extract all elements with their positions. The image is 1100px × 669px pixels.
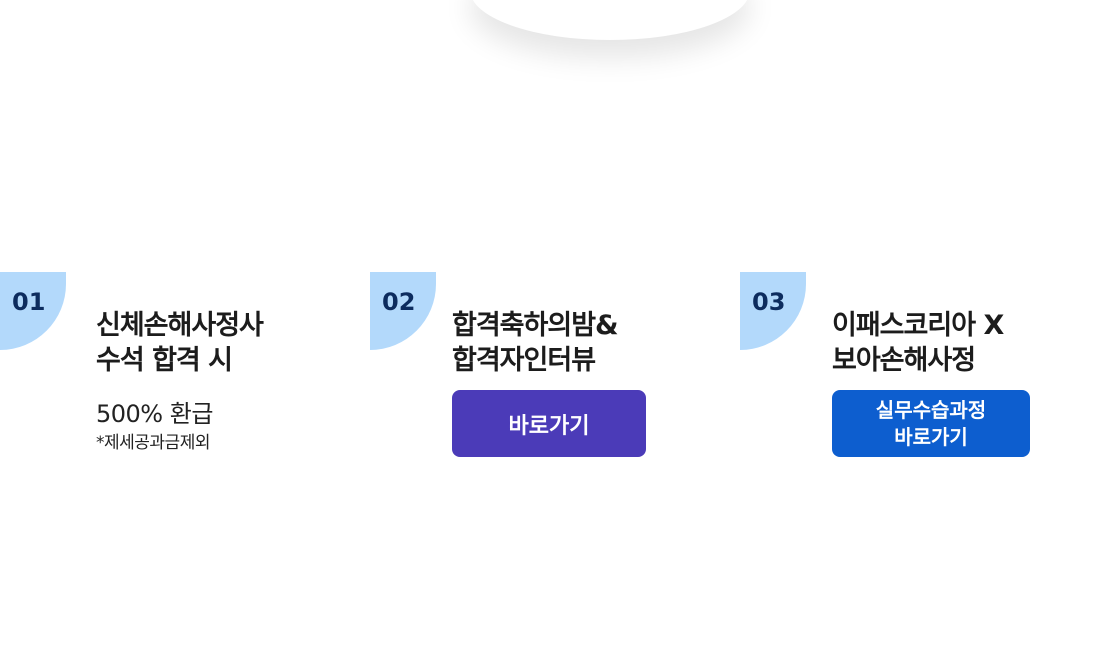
top-decorative-shadow	[470, 0, 750, 40]
go-button-label-line-1: 실무수습과정	[875, 397, 987, 422]
card-number: 02	[382, 288, 416, 316]
refund-text: 500% 환급	[96, 400, 213, 428]
card-title-line-2: 보아손해사정	[832, 345, 976, 376]
card-title: 신체손해사정사 수석 합격 시	[96, 308, 264, 378]
card-title-line-2: 합격자인터뷰	[452, 345, 596, 376]
go-button-label-line-2: 바로가기	[894, 424, 968, 449]
refund-note: *제세공과금제외	[96, 433, 210, 453]
go-button-interview[interactable]: 바로가기	[452, 390, 646, 457]
benefit-card-2: 02 합격축하의밤& 합격자인터뷰 바로가기	[370, 272, 690, 472]
card-title-line-1: 합격축하의밤&	[452, 310, 619, 341]
benefit-card-1: 01 신체손해사정사 수석 합격 시 500% 환급 *제세공과금제외	[0, 272, 320, 472]
card-title: 합격축하의밤& 합격자인터뷰	[452, 308, 619, 378]
card-title-line-1: 신체손해사정사	[96, 310, 264, 341]
card-title-line-1: 이패스코리아 X	[832, 310, 1004, 341]
go-button-practicum[interactable]: 실무수습과정 바로가기	[832, 390, 1030, 457]
card-title: 이패스코리아 X 보아손해사정	[832, 308, 1004, 378]
benefit-card-3: 03 이패스코리아 X 보아손해사정 실무수습과정 바로가기	[740, 272, 1060, 472]
card-title-line-2: 수석 합격 시	[96, 345, 233, 376]
card-number: 03	[752, 288, 786, 316]
card-number: 01	[12, 288, 46, 316]
go-button-label: 바로가기	[508, 413, 590, 439]
